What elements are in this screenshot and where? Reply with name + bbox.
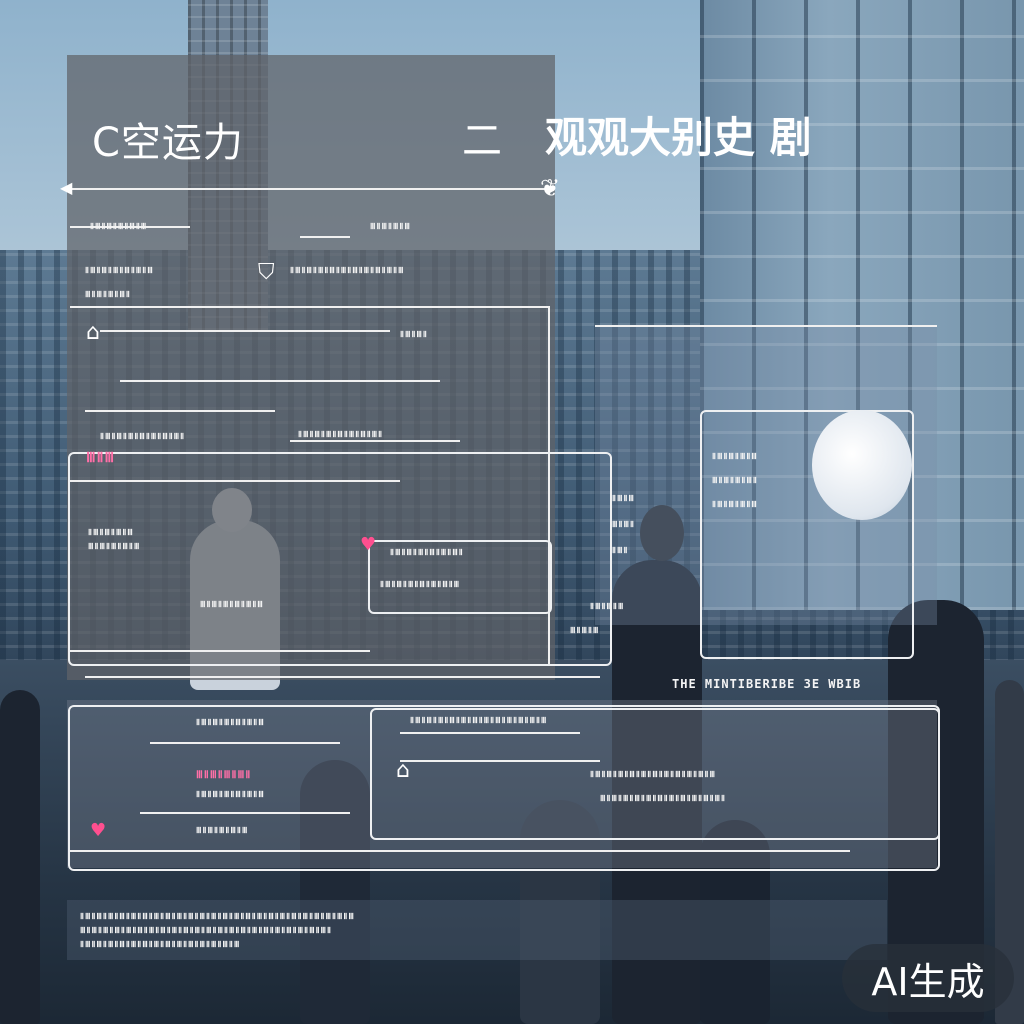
text-row: ⅡⅢⅡⅢⅡⅢⅡⅢ xyxy=(88,528,134,537)
text-row: ⅡⅢⅡⅢⅡⅢⅡⅢⅡⅢⅡⅢⅡⅢⅡⅢⅡⅢⅡⅢⅡⅢⅡⅢ xyxy=(410,716,548,725)
shield-icon: ⛉ xyxy=(258,260,275,285)
text-row: ⅡⅢⅡⅢⅡⅢⅡⅢⅡⅢⅡⅢ xyxy=(196,718,265,727)
data-card xyxy=(368,540,552,614)
text-row: ⅢⅡⅢⅡⅢⅡⅢⅡⅢⅡⅢⅡⅢⅡⅢⅡⅢⅡⅢⅡⅢⅡ xyxy=(600,794,726,803)
text-row: ⅡⅢⅡⅢⅡⅢⅡⅢⅡⅢ xyxy=(90,222,148,231)
header-rule xyxy=(65,188,545,190)
text-row: ⅡⅢⅡ xyxy=(612,546,629,555)
text-row: ⅢⅡⅢⅡⅢⅡⅢⅡⅢⅡⅢ xyxy=(200,600,264,609)
text-row: ⅡⅢⅡⅢ xyxy=(612,494,635,503)
ai-generated-badge: AI生成 xyxy=(842,944,1014,1012)
text-row: ⅡⅢⅡⅢⅡⅢⅡⅢ xyxy=(712,452,758,461)
text-row: ⅡⅢⅡⅢⅡⅢⅡⅢⅡⅢⅡⅢⅡⅢⅡ xyxy=(298,430,384,439)
text-row: ⅢⅡⅢⅡⅢⅡⅢⅡⅢ xyxy=(196,826,249,835)
mid-caption: THE MINTIBERIBE 3E WBIB xyxy=(672,677,862,691)
text-row: ⅢⅡⅢⅡ xyxy=(612,520,635,529)
text-row: ⅢⅡⅢⅡⅢⅡⅢⅡⅢ xyxy=(88,542,141,551)
divider xyxy=(290,440,460,442)
text-row: ⅢⅡⅢⅡⅢⅡⅢ xyxy=(370,222,411,231)
footer-text: ⅡⅢⅡⅢⅡⅢⅡⅢⅡⅢⅡⅢⅡⅢⅡⅢⅡⅢⅡⅢⅡⅢⅡⅢⅡⅢⅡⅢ xyxy=(80,940,241,949)
title-dash: 二 xyxy=(462,118,502,164)
inner-frame xyxy=(68,452,612,666)
main-panel xyxy=(67,55,555,680)
text-row: ⅡⅢⅡⅢⅡⅢⅡⅢ xyxy=(712,500,758,509)
text-row: ⅡⅢⅡⅢⅡⅢⅡⅢⅡⅢⅡⅢⅡ xyxy=(390,548,464,557)
divider xyxy=(400,760,600,762)
pin-icon: ⌂ xyxy=(86,320,100,345)
text-row: ⅢⅡⅢⅡⅢⅡⅢⅡ xyxy=(85,290,131,299)
footer-band xyxy=(67,900,887,960)
person xyxy=(520,800,600,1024)
text-row: ⅡⅢⅡⅢⅡⅢⅡⅢⅡⅢⅡⅢⅡⅢ xyxy=(380,580,461,589)
text-row: ⅡⅢⅡⅢⅡⅢⅡⅢⅡⅢⅡⅢⅡⅢⅡⅢⅡⅢⅡⅢ xyxy=(290,266,405,275)
text-row: ⅢⅡⅢⅡⅢⅡⅢⅡ xyxy=(196,770,252,781)
leaf-icon: ❦ xyxy=(540,174,561,202)
title-left: C空运力 xyxy=(92,120,244,166)
person-head xyxy=(640,505,684,561)
text-row: ⅢⅡⅢⅡⅢⅡⅢⅡ xyxy=(712,476,758,485)
divider xyxy=(300,236,350,238)
text-row: ⅢⅡⅢⅡⅢ xyxy=(570,626,600,635)
heart-icon: ♥ xyxy=(90,820,107,841)
person xyxy=(700,820,770,1024)
text-row: ⅡⅢⅡⅢⅡⅢⅡⅢⅡⅢⅡⅢⅡⅢⅡ xyxy=(100,432,186,441)
text-row: ⅡⅢⅡⅢⅡⅢⅡⅢⅡⅢⅡⅢⅡⅢⅡⅢⅡⅢⅡⅢⅡⅢ xyxy=(590,770,716,779)
divider xyxy=(140,812,350,814)
title-right: 观观大别史 剧 xyxy=(545,113,812,162)
divider xyxy=(85,410,275,412)
footer-text: ⅡⅢⅡⅢⅡⅢⅡⅢⅡⅢⅡⅢⅡⅢⅡⅢⅡⅢⅡⅢⅡⅢⅡⅢⅡⅢⅡⅢⅡⅢⅡⅢⅡⅢⅡⅢⅡⅢⅡⅢ… xyxy=(80,912,355,921)
person xyxy=(612,560,702,1024)
divider xyxy=(150,742,340,744)
text-row: ⅡⅢⅡⅢⅡⅢ xyxy=(590,602,625,611)
divider xyxy=(70,850,850,852)
text-row: ⅢⅡⅢ xyxy=(86,450,116,466)
bottom-panel xyxy=(67,700,937,868)
divider xyxy=(70,480,400,482)
text-row: ⅡⅢⅡⅢⅡ xyxy=(400,330,428,339)
arrow-icon: ◀ xyxy=(60,178,73,197)
device-frame xyxy=(700,410,914,659)
divider xyxy=(548,306,550,666)
pin-icon: ⌂ xyxy=(396,758,410,783)
person xyxy=(0,690,40,1024)
divider xyxy=(120,380,440,382)
divider xyxy=(85,676,600,678)
divider xyxy=(70,306,550,308)
divider xyxy=(400,732,580,734)
text-row: ⅡⅢⅡⅢⅡⅢⅡⅢⅡⅢⅡⅢ xyxy=(85,266,154,275)
divider xyxy=(100,330,390,332)
text-row: ⅡⅢⅡⅢⅡⅢⅡⅢⅡⅢⅡⅢ xyxy=(196,790,265,799)
heart-icon: ♥ xyxy=(360,534,377,555)
globe xyxy=(812,410,912,520)
person xyxy=(300,760,370,1024)
divider xyxy=(70,226,190,228)
bottom-inner-frame xyxy=(370,708,940,840)
footer-text: ⅢⅡⅢⅡⅢⅡⅢⅡⅢⅡⅢⅡⅢⅡⅢⅡⅢⅡⅢⅡⅢⅡⅢⅡⅢⅡⅢⅡⅢⅡⅢⅡⅢⅡⅢⅡⅢⅡⅢⅡ… xyxy=(80,926,332,935)
divider xyxy=(70,650,370,652)
divider xyxy=(595,325,937,327)
